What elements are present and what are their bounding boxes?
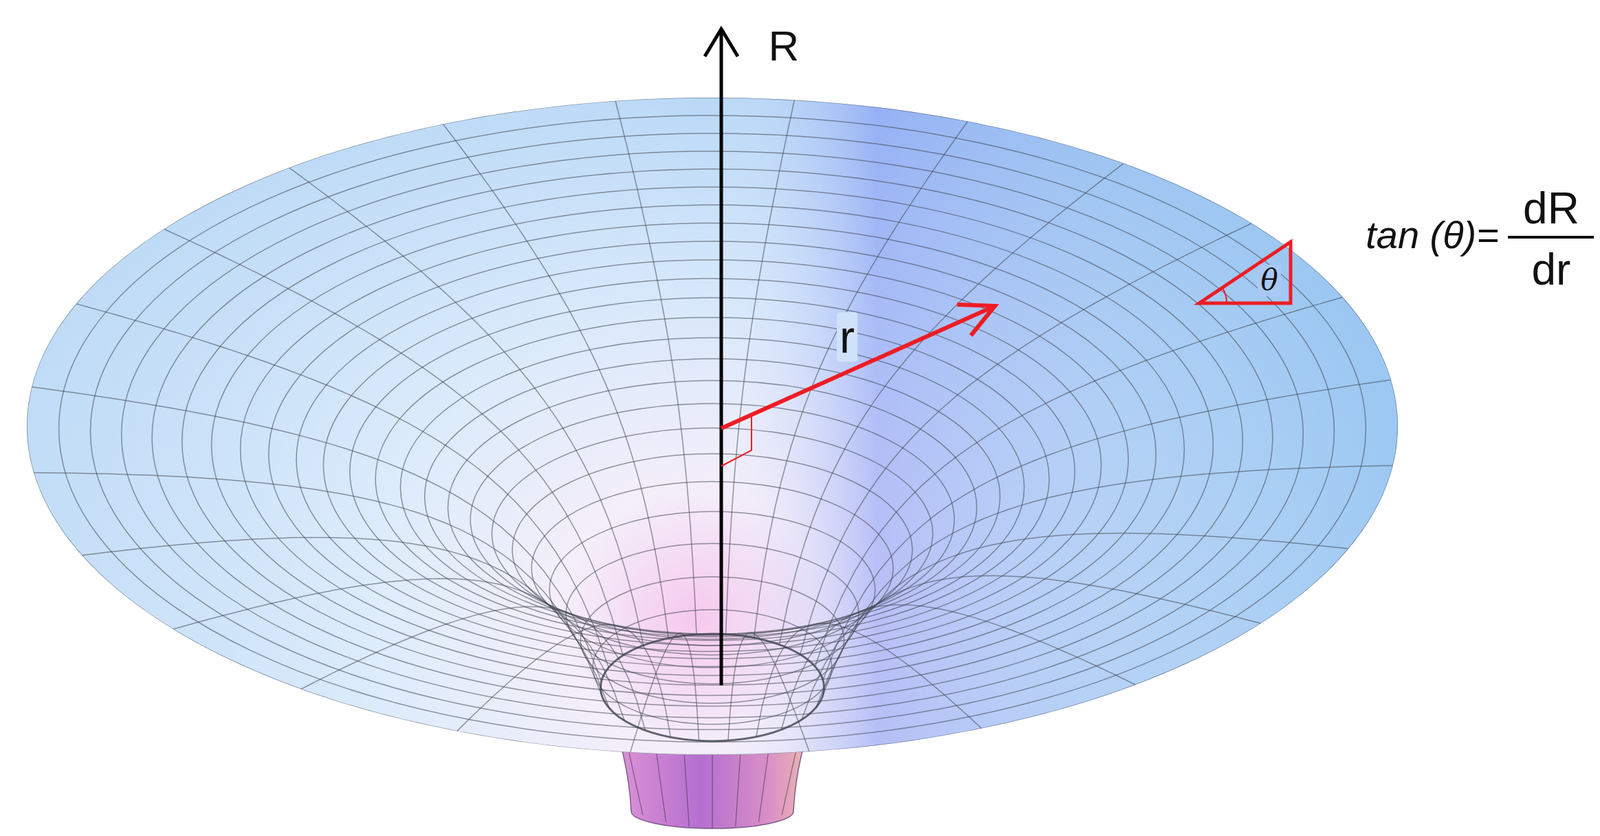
formula-text: tan (θ)= — [1365, 213, 1499, 257]
radius-arrow — [721, 306, 994, 429]
mesh-meridian — [442, 123, 669, 639]
mesh-meridian — [457, 624, 672, 738]
axis-label: R — [768, 22, 800, 70]
mesh-meridian — [33, 473, 602, 696]
mesh-meridian — [164, 228, 624, 656]
mesh-ring — [26, 97, 1398, 755]
funnel-shading — [26, 97, 1398, 755]
fraction-bar — [1507, 235, 1594, 239]
mesh-ring — [90, 133, 1335, 730]
mesh-meridian — [781, 605, 1136, 731]
mesh-ring — [400, 337, 1024, 637]
mesh-ring — [448, 380, 978, 635]
mesh-ring — [296, 259, 1129, 659]
mesh-meridian — [289, 167, 644, 646]
angle-label: θ — [1257, 264, 1281, 297]
funnel-surface — [26, 97, 1398, 755]
radius-arrowhead — [957, 304, 995, 336]
mesh-ring — [240, 222, 1185, 676]
mesh-ring — [565, 543, 859, 685]
mesh-ring — [59, 115, 1367, 742]
mesh-ring — [600, 633, 825, 742]
fraction-numerator: dR — [1522, 184, 1580, 233]
throat-ring — [600, 633, 825, 742]
mesh-meridian — [779, 163, 1125, 645]
radius-label: r — [836, 312, 858, 363]
mesh-meridian — [756, 623, 982, 738]
mesh-ring — [211, 204, 1214, 685]
angle-arc — [1222, 288, 1227, 304]
mesh-ring — [549, 511, 876, 668]
mesh-meridian — [800, 223, 1253, 655]
slope-triangle — [1199, 242, 1291, 304]
mesh-meridian — [816, 533, 1349, 708]
mesh-ring — [491, 427, 933, 639]
mesh-meridian — [726, 99, 795, 634]
mesh-meridian — [823, 465, 1394, 694]
mesh-meridian — [615, 101, 697, 635]
mesh-meridian — [31, 387, 602, 682]
mesh-ring — [182, 187, 1244, 696]
mesh-ring — [268, 241, 1156, 667]
axis-arrowhead — [704, 28, 738, 57]
right-angle-mark — [721, 416, 752, 467]
mesh-ring — [323, 278, 1101, 652]
fraction-denominator: dr — [1531, 245, 1572, 294]
mesh-meridian — [823, 379, 1391, 681]
mesh-ring — [349, 297, 1075, 646]
mesh-ring — [121, 151, 1304, 718]
mesh-meridian — [76, 303, 609, 668]
mesh-meridian — [173, 578, 626, 722]
mesh-ring — [375, 317, 1050, 641]
mesh-ring — [151, 169, 1273, 707]
mesh-meridian — [801, 575, 1262, 720]
funnel-mesh — [26, 97, 1398, 755]
mesh-ring — [424, 358, 1001, 635]
mesh-meridian — [630, 633, 700, 753]
mesh-meridian — [81, 537, 610, 709]
axis-line — [719, 30, 724, 686]
